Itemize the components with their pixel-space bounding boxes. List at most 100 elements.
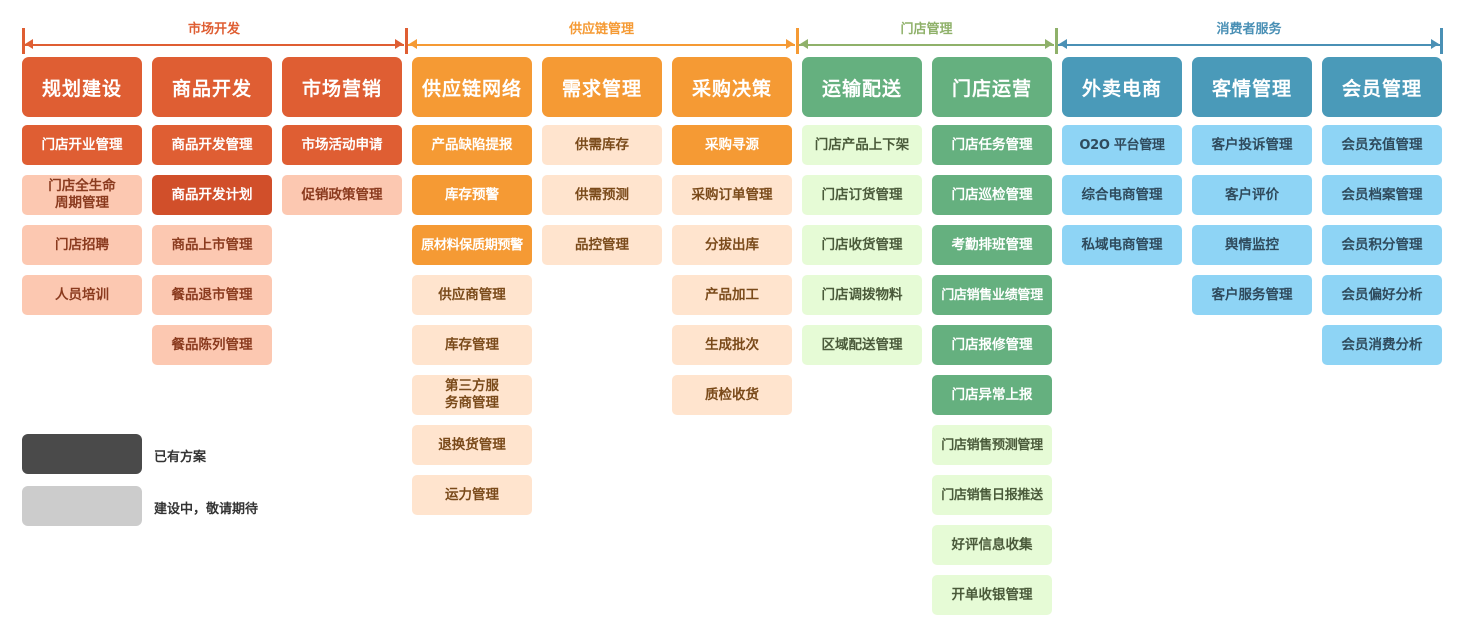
capability-item: 产品缺陷提报 (412, 125, 532, 165)
capability-item: 商品开发计划 (152, 175, 272, 215)
capability-item: 门店巡检管理 (932, 175, 1052, 215)
capability-item: 运力管理 (412, 475, 532, 515)
column-header: 商品开发 (152, 57, 272, 117)
capability-list: 市场活动申请促销政策管理 (282, 125, 402, 215)
section-title: 门店管理 (900, 22, 953, 37)
arrow-right-icon (1045, 39, 1053, 49)
capability-item: 品控管理 (542, 225, 662, 265)
capability-item: 客户评价 (1192, 175, 1312, 215)
arrow-left-icon (800, 39, 808, 49)
capability-column: 需求管理供需库存供需预测品控管理 (542, 57, 662, 275)
capability-item: 促销政策管理 (282, 175, 402, 215)
column-header: 会员管理 (1322, 57, 1442, 117)
arrow-left-icon (1059, 39, 1067, 49)
capability-item: 会员积分管理 (1322, 225, 1442, 265)
capability-item: 门店报修管理 (932, 325, 1052, 365)
column-header: 门店运营 (932, 57, 1052, 117)
capability-column: 外卖电商 O2O 平台管理综合电商管理私域电商管理 (1062, 57, 1182, 275)
legend-swatch (22, 486, 142, 526)
section-title: 消费者服务 (1216, 22, 1282, 37)
legend-label: 已有方案 (154, 450, 207, 465)
capability-item: 门店销售日报推送 (932, 475, 1052, 515)
capability-item: 原材料保质期预警 (412, 225, 532, 265)
column-header: 外卖电商 (1062, 57, 1182, 117)
capability-item: 会员偏好分析 (1322, 275, 1442, 315)
arrow-right-icon (1431, 39, 1439, 49)
legend-label: 建设中，敬请期待 (154, 502, 259, 517)
capability-item: 人员培训 (22, 275, 142, 315)
capability-item: 餐品退市管理 (152, 275, 272, 315)
capability-column: 采购决策采购寻源采购订单管理分拔出库产品加工生成批次质检收货 (672, 57, 792, 425)
arrow-left-icon (409, 39, 417, 49)
capability-item: 库存管理 (412, 325, 532, 365)
capability-item: 采购订单管理 (672, 175, 792, 215)
section-range-line (799, 44, 1054, 46)
capability-item: 退换货管理 (412, 425, 532, 465)
section-boundary-tick (796, 28, 799, 54)
section-range-line (1058, 44, 1440, 46)
column-header: 市场营销 (282, 57, 402, 117)
capability-item: 供需预测 (542, 175, 662, 215)
capability-item: 商品开发管理 (152, 125, 272, 165)
capability-column: 市场营销市场活动申请促销政策管理 (282, 57, 402, 225)
section-range-line (24, 44, 404, 46)
capability-item: 门店招聘 (22, 225, 142, 265)
capability-item: 门店全生命 周期管理 (22, 175, 142, 215)
capability-item: 舆情监控 (1192, 225, 1312, 265)
capability-item: 会员充值管理 (1322, 125, 1442, 165)
capability-item: 商品上市管理 (152, 225, 272, 265)
capability-list: 门店产品上下架门店订货管理门店收货管理门店调拨物料区域配送管理 (802, 125, 922, 365)
column-header: 客情管理 (1192, 57, 1312, 117)
capability-item: 质检收货 (672, 375, 792, 415)
column-header: 规划建设 (22, 57, 142, 117)
capability-list: 门店任务管理门店巡检管理考勤排班管理门店销售业绩管理门店报修管理门店异常上报门店… (932, 125, 1052, 615)
capability-list: 产品缺陷提报库存预警原材料保质期预警供应商管理库存管理第三方服 务商管理退换货管… (412, 125, 532, 515)
capability-list: 采购寻源采购订单管理分拔出库产品加工生成批次质检收货 (672, 125, 792, 415)
capability-item: 第三方服 务商管理 (412, 375, 532, 415)
capability-column: 商品开发商品开发管理商品开发计划商品上市管理餐品退市管理餐品陈列管理 (152, 57, 272, 375)
section-boundary-tick (1440, 28, 1443, 54)
capability-item: 开单收银管理 (932, 575, 1052, 615)
capability-item: 门店任务管理 (932, 125, 1052, 165)
capability-column: 规划建设门店开业管理门店全生命 周期管理门店招聘人员培训 (22, 57, 142, 325)
capability-item: 门店开业管理 (22, 125, 142, 165)
capability-list: 供需库存供需预测品控管理 (542, 125, 662, 265)
capability-item: 门店异常上报 (932, 375, 1052, 415)
column-header: 采购决策 (672, 57, 792, 117)
capability-item: 门店调拨物料 (802, 275, 922, 315)
capability-item: 生成批次 (672, 325, 792, 365)
capability-column: 供应链网络产品缺陷提报库存预警原材料保质期预警供应商管理库存管理第三方服 务商管… (412, 57, 532, 525)
capability-item: 库存预警 (412, 175, 532, 215)
legend-swatch (22, 434, 142, 474)
capability-item: 产品加工 (672, 275, 792, 315)
capability-item: 考勤排班管理 (932, 225, 1052, 265)
capability-item: 私域电商管理 (1062, 225, 1182, 265)
arrow-left-icon (25, 39, 33, 49)
section-boundary-tick (405, 28, 408, 54)
section-range-line (408, 44, 795, 46)
section-title: 供应链管理 (568, 22, 634, 37)
capability-item: 供需库存 (542, 125, 662, 165)
capability-item: 会员档案管理 (1322, 175, 1442, 215)
capability-list: 门店开业管理门店全生命 周期管理门店招聘人员培训 (22, 125, 142, 315)
capability-item: 门店收货管理 (802, 225, 922, 265)
capability-item: 供应商管理 (412, 275, 532, 315)
capability-item: 综合电商管理 (1062, 175, 1182, 215)
capability-item: 门店销售预测管理 (932, 425, 1052, 465)
capability-list: 客户投诉管理客户评价舆情监控客户服务管理 (1192, 125, 1312, 315)
column-header: 需求管理 (542, 57, 662, 117)
capability-column: 客情管理客户投诉管理客户评价舆情监控客户服务管理 (1192, 57, 1312, 325)
column-header: 供应链网络 (412, 57, 532, 117)
capability-list: 会员充值管理会员档案管理会员积分管理会员偏好分析会员消费分析 (1322, 125, 1442, 365)
capability-item: 客户投诉管理 (1192, 125, 1312, 165)
capability-item: 会员消费分析 (1322, 325, 1442, 365)
capability-item: O2O 平台管理 (1062, 125, 1182, 165)
capability-item: 分拔出库 (672, 225, 792, 265)
capability-item: 门店订货管理 (802, 175, 922, 215)
capability-column: 会员管理会员充值管理会员档案管理会员积分管理会员偏好分析会员消费分析 (1322, 57, 1442, 375)
section-boundary-tick (1055, 28, 1058, 54)
capability-item: 餐品陈列管理 (152, 325, 272, 365)
capability-item: 市场活动申请 (282, 125, 402, 165)
capability-list: 商品开发管理商品开发计划商品上市管理餐品退市管理餐品陈列管理 (152, 125, 272, 365)
capability-item: 采购寻源 (672, 125, 792, 165)
